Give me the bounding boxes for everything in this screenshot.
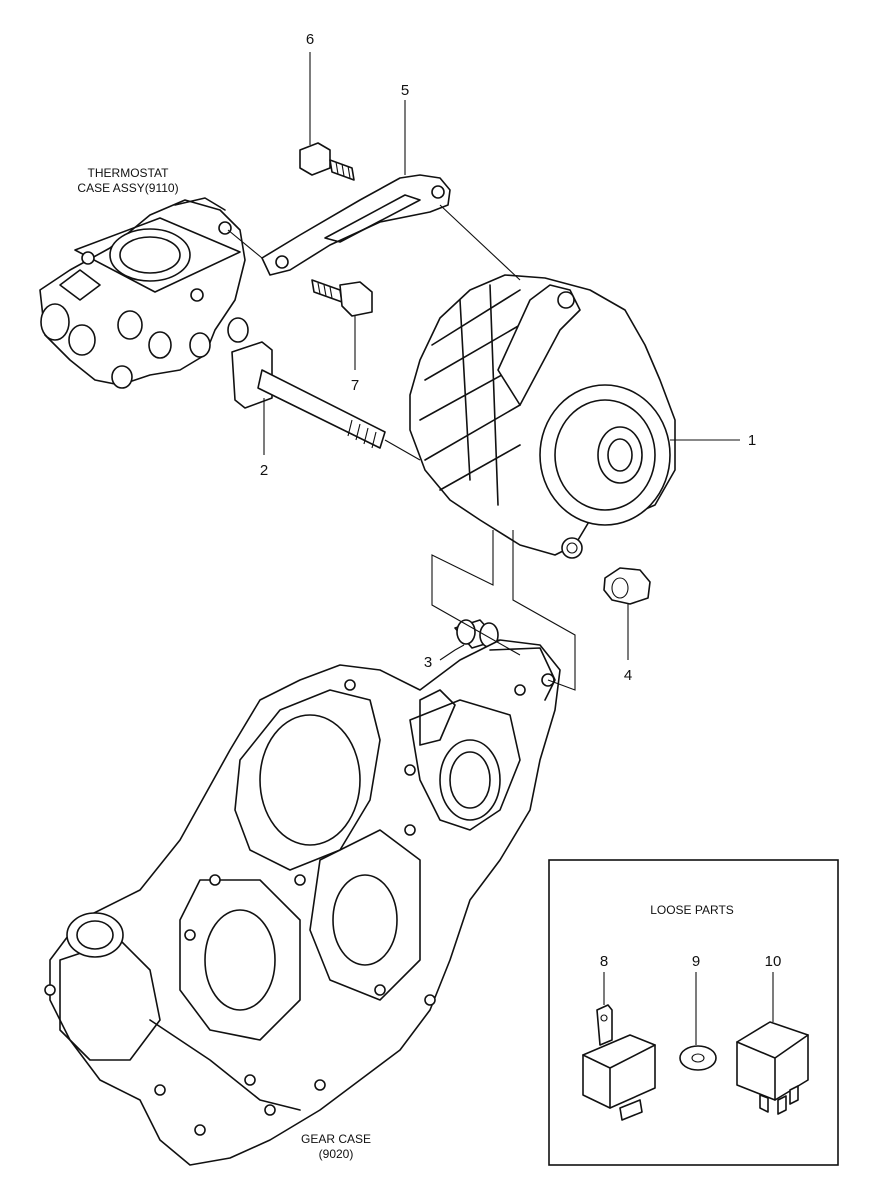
bolt-part-7 [311,279,373,317]
bolt-part-2 [231,341,386,449]
sleeve-part-3 [454,619,499,649]
callout-6: 6 [306,31,314,48]
callout-8: 8 [600,953,608,970]
callout-9: 9 [692,953,700,970]
relay-part-8 [582,1004,656,1121]
callout-10: 10 [765,953,782,970]
gear-case [44,639,561,1166]
thermostat-label-line1: THERMOSTAT [88,166,170,180]
leader-lines [227,52,740,691]
washer-part-9 [679,1045,717,1071]
callout-7: 7 [351,377,359,394]
nut-part-4 [603,567,651,605]
relay-part-10 [736,1021,809,1115]
gear-case-label-line2: (9020) [319,1147,354,1161]
callout-1: 1 [748,432,756,449]
bracket-part-5 [261,174,451,276]
thermostat-case [39,197,249,389]
loose-parts-title: LOOSE PARTS [650,903,734,917]
callout-3: 3 [424,654,432,671]
callout-5: 5 [401,82,409,99]
callout-4: 4 [624,667,632,684]
bolt-part-6 [299,142,355,181]
thermostat-label-line2: CASE ASSY(9110) [77,181,178,195]
gear-case-label-line1: GEAR CASE [301,1132,371,1146]
loose-parts-box [548,859,839,1166]
part-labels: THERMOSTAT CASE ASSY(9110) GEAR CASE (90… [77,31,781,1161]
callout-2: 2 [260,462,268,479]
alternator-part-1 [409,274,676,559]
